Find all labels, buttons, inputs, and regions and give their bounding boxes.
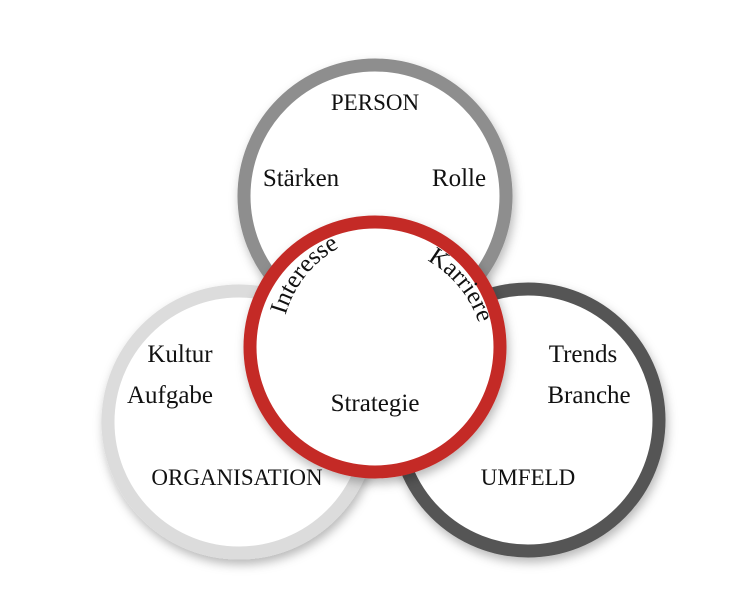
- person-title: PERSON: [331, 90, 420, 115]
- organisation-title: ORGANISATION: [151, 465, 323, 490]
- center-bottom-label: Strategie: [331, 390, 420, 417]
- person-left-label: Stärken: [263, 165, 340, 192]
- umfeld-line1: Trends: [549, 341, 618, 368]
- center-circle: [243, 215, 507, 479]
- organisation-line2: Aufgabe: [127, 382, 213, 409]
- organisation-line1: Kultur: [147, 341, 213, 368]
- umfeld-title: UMFELD: [481, 465, 576, 490]
- person-right-label: Rolle: [432, 165, 486, 192]
- umfeld-line2: Branche: [547, 382, 630, 409]
